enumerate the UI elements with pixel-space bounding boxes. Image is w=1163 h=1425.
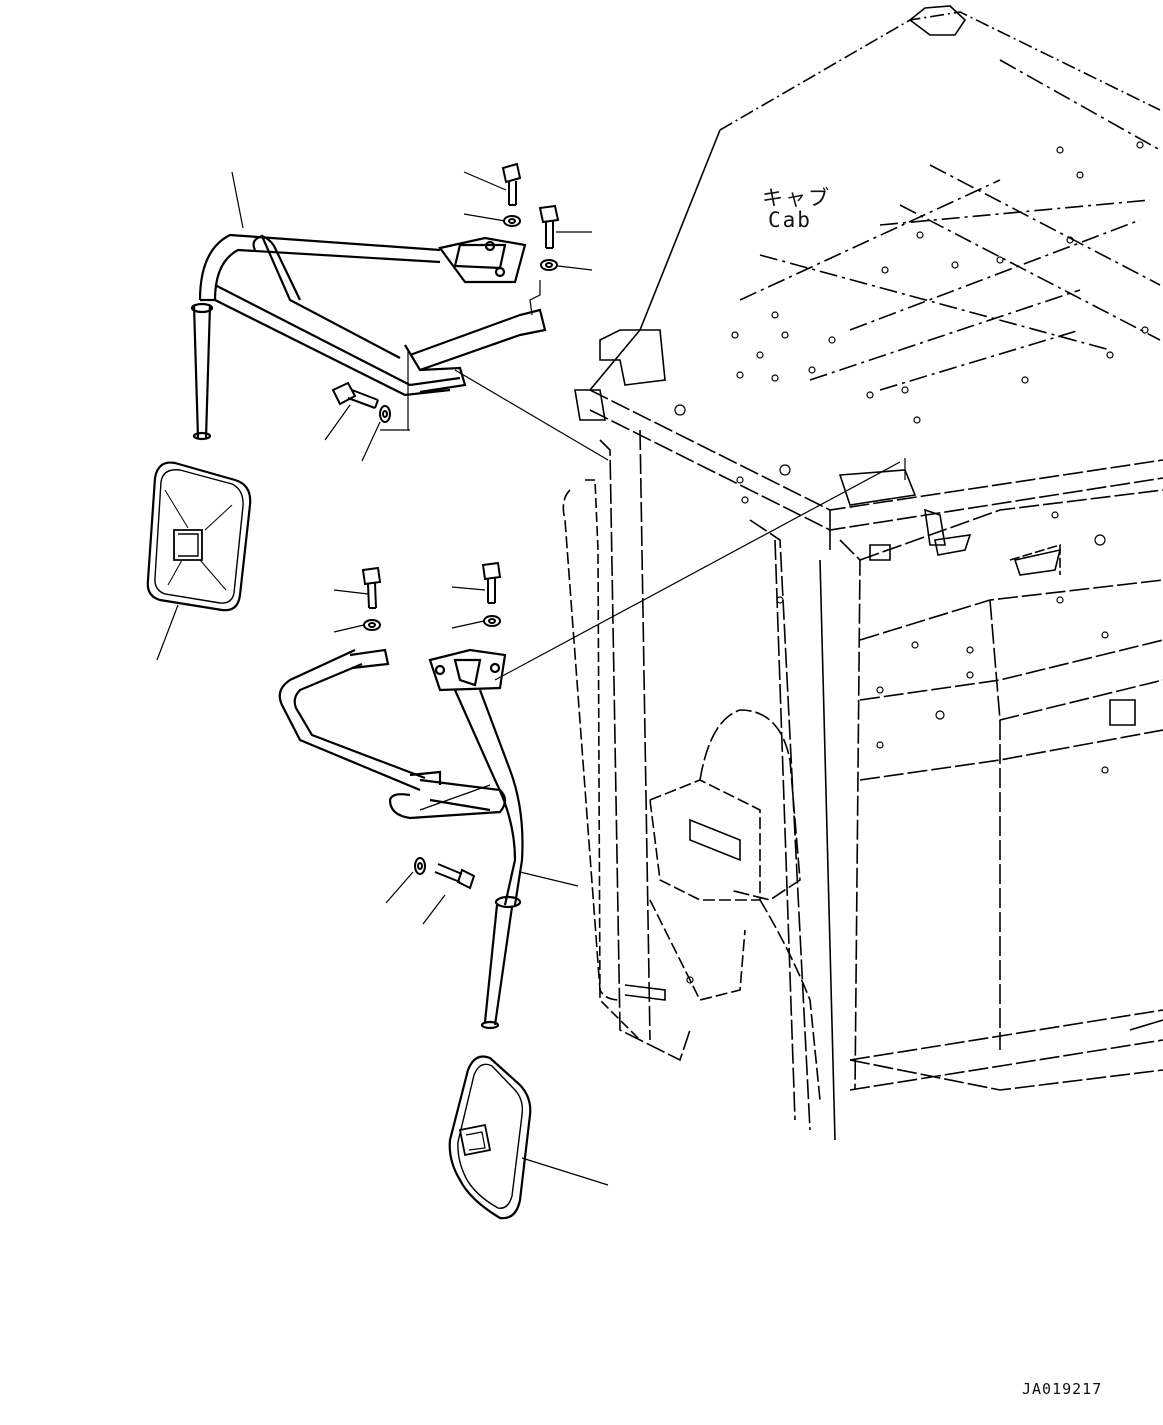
upper-fasteners xyxy=(333,164,558,422)
lower-mirror xyxy=(450,1057,531,1219)
cab-label-english: Cab xyxy=(768,208,812,232)
upper-mirror xyxy=(148,463,250,611)
upper-mirror-bracket xyxy=(192,235,545,439)
lower-fasteners xyxy=(363,563,500,888)
cab-structure xyxy=(563,6,1163,1140)
lower-mirror-bracket xyxy=(280,650,523,1028)
cab-label-japanese: キャブ xyxy=(762,186,831,210)
leader-lines xyxy=(157,172,905,1185)
drawing-number: JA019217 xyxy=(1022,1380,1103,1398)
